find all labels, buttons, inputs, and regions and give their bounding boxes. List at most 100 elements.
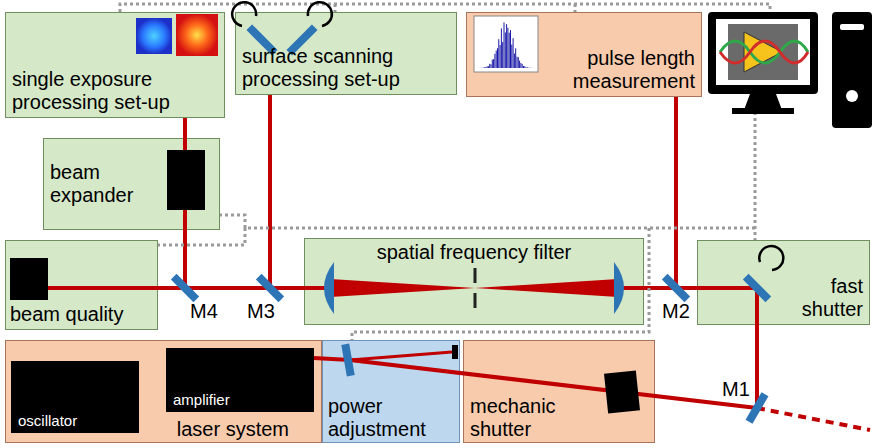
box-label: amplifier [173,391,230,408]
trace-stroke [520,63,521,68]
box-label: single exposure processing set-up [12,68,202,114]
beam-segments [48,138,870,430]
control-cables [120,4,770,340]
trace-stroke [500,45,501,68]
trace-stroke [522,64,523,68]
control-cable [120,4,770,12]
trace-stroke [519,61,520,68]
box-label: spatial frequency filter [377,241,572,264]
galvo-mirror [743,274,771,302]
control-cable [334,4,337,12]
rotation-arrows [232,2,783,270]
autocorrelation-plot [474,16,538,72]
trace-stroke [489,64,490,68]
trace-stroke [479,67,480,68]
screen-icon [720,41,808,63]
mirrors [171,24,771,423]
trace-stroke [507,28,508,68]
trace-stroke [532,67,533,68]
beam-expander-body [167,150,205,210]
mirror-label: M4 [190,300,218,322]
trace-stroke [492,60,493,68]
component-box: power adjustment [322,340,460,443]
trace-stroke [528,67,529,68]
box-label: power adjustment [328,395,448,441]
autocorrelation-trace [478,22,534,68]
trace-stroke [504,22,505,68]
beam-dump [452,345,458,359]
component-box: fast shutter [697,240,870,325]
scanner-mirror [246,24,277,55]
trace-stroke [523,66,524,68]
component-box: surface scanning processing set-up [235,12,457,95]
component-box: mechanic shutter [463,340,655,443]
box-label: beam expander [50,161,165,207]
box-label: fast shutter [783,275,863,321]
beam-segment [183,138,187,230]
beam-profile-image [136,18,172,54]
laser-beam [676,97,697,288]
device-box: oscillator [11,361,139,433]
beam-segment [48,286,158,290]
laser-beam [270,95,304,288]
screen-icon [728,24,798,80]
trace-stroke [496,50,497,68]
diverging-beam [330,279,475,297]
trace-stroke [481,67,482,68]
box-label: laser system [177,418,289,441]
trace-stroke [506,24,507,68]
shutter-body [604,370,640,413]
mirror-label: M2 [662,300,690,322]
screen-icon [720,41,808,63]
mirror [662,274,690,302]
component-box: laser system oscillator amplifier [5,340,322,443]
trace-stroke [480,67,481,68]
laser-beam [644,286,697,290]
control-cable [220,215,245,228]
mirror [171,274,199,302]
control-cable [352,228,649,340]
trace-stroke [502,42,503,68]
power-button [846,90,858,102]
trace-stroke [484,67,485,69]
component-box: single exposure processing set-up [5,12,225,118]
device-box: amplifier [166,348,314,412]
rotation-arrow [232,2,256,26]
trace-stroke [494,54,495,68]
pinhole [474,268,477,308]
beam-profiler [10,258,48,300]
mirror-label-holder: M3 [247,300,275,323]
mirror-label: M3 [247,300,275,322]
trace-stroke [483,67,484,68]
trace-stroke [511,45,512,68]
rotation-arrow [759,246,783,270]
trace-stroke [485,67,486,69]
component-box: beam quality [5,240,158,330]
trace-stroke [501,28,502,68]
laser-beam [158,286,304,290]
reflected-beam [350,352,452,360]
mirror [256,274,284,302]
beam-profile-image [176,14,218,56]
trace-stroke [497,48,498,68]
beam-segment [697,288,757,325]
trace-stroke [515,48,516,68]
trace-stroke [487,66,488,68]
trace-stroke [524,66,525,68]
lens [324,262,334,314]
trace-stroke [509,33,510,68]
laser-beam [185,230,304,288]
lens [614,262,624,314]
trace-stroke [514,54,515,68]
monitor-stand [732,108,794,114]
trace-stroke [526,67,527,69]
box-label: pulse length measurement [545,47,695,93]
mirror-label: M1 [722,378,750,400]
scanner-mirror [286,24,317,55]
mirror-label-holder: M4 [190,300,218,323]
monitor-stand [744,94,782,110]
mirror-label-holder: M1 [722,378,750,401]
trace-stroke [478,67,479,68]
trace-stroke [510,30,511,68]
beam-continuation [757,408,870,430]
